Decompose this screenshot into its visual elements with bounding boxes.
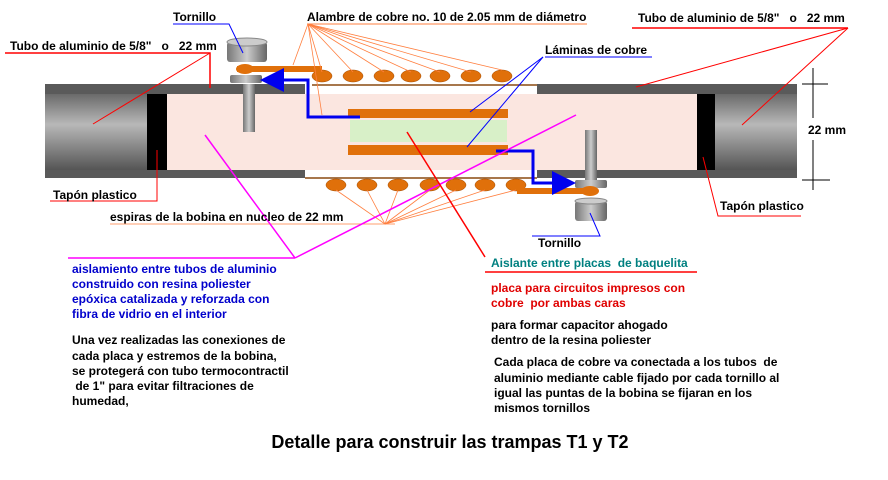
connection-note: Cada placa de cobre va conectada a los t… [494, 355, 779, 415]
dimension-marker [802, 68, 830, 190]
svg-text:aluminio mediante cable fijado: aluminio mediante cable fijado por cada … [494, 371, 779, 385]
leader-lines [5, 23, 849, 273]
svg-text:mismos tornillos: mismos tornillos [494, 401, 590, 415]
svg-text:de 1" para evitar filtraciones: de 1" para evitar filtraciones de [72, 379, 254, 393]
right-plastic-cap [697, 94, 715, 170]
right-connection-arrow [496, 149, 576, 195]
coil-turns-label: espiras de la bobina en nucleo de 22 mm [110, 210, 343, 224]
plastic-cap-label-right: Tapón plastico [720, 199, 804, 213]
svg-text:dentro de la resina poliester: dentro de la resina poliester [491, 333, 651, 347]
bakelite-insulator [350, 120, 507, 142]
insulator-label: Aislante entre placas de baquelita [491, 256, 688, 270]
screw-label-bottom: Tornillo [538, 236, 581, 250]
svg-text:cada placa y estremos de la bo: cada placa y estremos de la bobina, [72, 349, 277, 363]
svg-text:fibra de vidrio en el interior: fibra de vidrio en el interior [72, 307, 227, 321]
svg-text:Una vez realizadas las conexio: Una vez realizadas las conexiones de [72, 333, 286, 347]
svg-text:aislamiento entre tubos de alu: aislamiento entre tubos de aluminio [72, 262, 277, 276]
pcb-note: placa para circuitos impresos con cobre … [491, 281, 685, 310]
left-aluminum-tube [45, 84, 305, 178]
diagram-title: Detalle para construir las trampas T1 y … [271, 432, 628, 452]
svg-text:construido con resina polieste: construido con resina poliester [72, 277, 251, 291]
heat-shrink-note: Una vez realizadas las conexiones de cad… [72, 333, 289, 408]
svg-text:placa para circuitos impresos: placa para circuitos impresos con [491, 281, 685, 295]
svg-text:humedad,: humedad, [72, 394, 129, 408]
svg-text:epóxica catalizada y reforzad: epóxica catalizada y reforzada con [72, 292, 269, 306]
wire-label: Alambre de cobre no. 10 de 2.05 mm de di… [307, 10, 586, 24]
svg-text:cobre por ambas caras: cobre por ambas caras [491, 296, 626, 310]
svg-text:se protegerá con tubo termocon: se protegerá con tubo termocontractil [72, 364, 289, 378]
svg-text:para formar capacitor ahogado: para formar capacitor ahogado [491, 318, 668, 332]
right-aluminum-tube [537, 84, 797, 178]
left-connection-arrow [260, 68, 360, 119]
copper-plate-bottom [348, 145, 508, 155]
screw-label-top: Tornillo [173, 10, 216, 24]
tube-label-right: Tubo de aluminio de 5/8" o 22 mm [638, 11, 845, 25]
plastic-cap-label-left: Tapón plastico [53, 188, 137, 202]
svg-text:igual las puntas de la bobina: igual las puntas de la bobina se fijaran… [494, 386, 752, 400]
isolation-note: aislamiento entre tubos de aluminio cons… [72, 262, 277, 321]
copper-plate-top [348, 109, 508, 118]
dimension-label: 22 mm [808, 123, 846, 137]
svg-text:Cada placa de cobre va conecta: Cada placa de cobre va conectada a los t… [494, 355, 778, 369]
copper-plates-label: Láminas de cobre [545, 43, 647, 57]
capacitor-note: para formar capacitor ahogado dentro de … [491, 318, 668, 347]
tube-label-left: Tubo de aluminio de 5/8" o 22 mm [10, 39, 217, 53]
left-plastic-cap [147, 94, 167, 170]
